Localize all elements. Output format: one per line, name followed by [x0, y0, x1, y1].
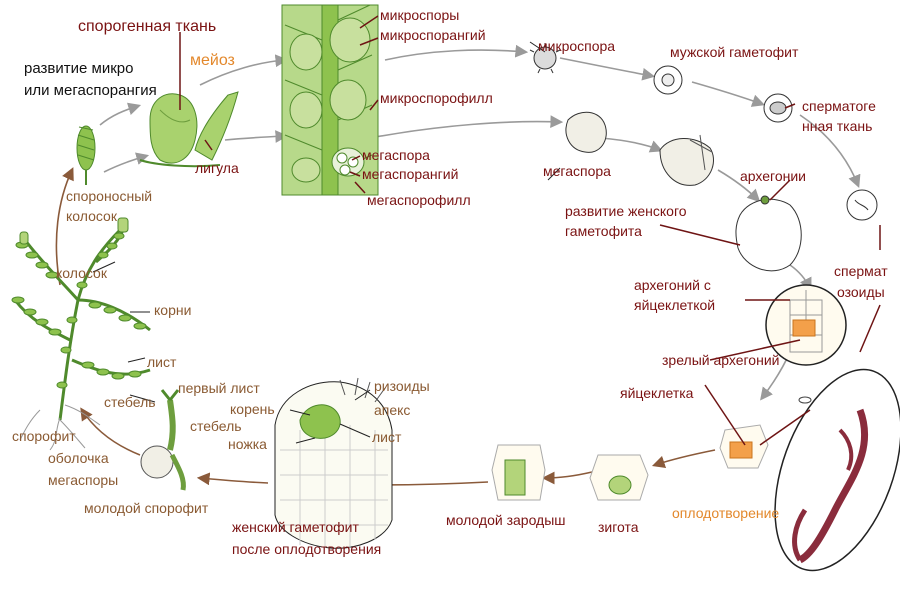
label-egg-cell: яйцеклетка: [620, 385, 694, 401]
label-sporophyte: спорофит: [12, 428, 76, 444]
label-rhizoids: ризоиды: [374, 378, 430, 394]
label-strobilus-small: колосок: [56, 265, 107, 281]
label-zygote: зигота: [598, 519, 639, 535]
label-young-embryo: молодой зародыш: [446, 512, 566, 528]
label-first-leaf: первый лист: [178, 380, 260, 396]
label-leaf-small: лист: [372, 429, 402, 445]
label-leaf-left: лист: [147, 354, 177, 370]
label-megaspore-left: мегаспора: [362, 147, 430, 163]
label-fertilization: оплодотворение: [672, 505, 780, 521]
label-apex: апекс: [374, 402, 411, 418]
label-stem-small: стебель: [190, 418, 242, 434]
label-development-line1: развитие микро: [24, 60, 134, 77]
label-mature-archegonium: зрелый архегоний: [662, 352, 780, 368]
label-female-dev-line2: гаметофита: [565, 223, 642, 239]
label-strobilus-line1: спороносный: [66, 188, 153, 204]
label-spermatozoids-line1: спермат: [834, 263, 888, 279]
label-archegonium-egg-line2: яйцеклеткой: [634, 297, 716, 313]
label-female-after-line1: женский гаметофит: [232, 519, 359, 535]
archegonium-circle: [765, 284, 847, 366]
label-archegonium-egg-line1: архегоний с: [634, 277, 711, 293]
label-microsporangium: микроспорангий: [380, 27, 486, 43]
label-development-line2: или мегаспорангия: [24, 82, 157, 99]
microspore-series: [529, 43, 878, 221]
sporophyte-plant: [11, 217, 151, 451]
female-gametophyte-after: [274, 377, 393, 549]
young-sporophyte: [140, 389, 186, 491]
pointer-lines-small: [92, 41, 561, 444]
label-spermatozoids-line2: озоиды: [837, 284, 885, 300]
sporangium-development: [139, 91, 239, 168]
strobilus-section: [281, 4, 379, 196]
label-megaspore-coat-line1: оболочка: [48, 450, 109, 466]
label-spermatogenous-line2: нная ткань: [802, 118, 873, 134]
label-female-after-line2: после оплодотворения: [232, 541, 382, 557]
label-stem-left: стебель: [104, 394, 156, 410]
label-strobilus-line2: колосок: [66, 208, 117, 224]
label-foot: ножка: [228, 436, 267, 452]
pointer-lines: [179, 15, 881, 446]
label-spermatogenous-line1: спермато­ге: [802, 98, 876, 114]
label-megaspore-right: мегаспора: [543, 163, 611, 179]
label-megaspore-coat-line2: мегаспоры: [48, 472, 119, 488]
label-microspores: микроспоры: [380, 7, 460, 23]
fertilization-area: [719, 368, 900, 572]
label-root-small: корень: [230, 401, 275, 417]
label-sporogenous-tissue: спорогенная ткань: [78, 18, 217, 35]
label-roots: корни: [154, 302, 192, 318]
label-microsporophyll: микроспорофилл: [380, 90, 493, 106]
label-archegonia: архегонии: [740, 168, 807, 184]
label-meiosis: мейоз: [190, 52, 235, 69]
zygote-embryo: [491, 444, 649, 501]
megaspore-series: [565, 111, 802, 272]
label-megasporangium: мегаспорангий: [362, 166, 459, 182]
label-male-gametophyte: мужской гаметофит: [670, 44, 799, 60]
label-young-sporophyte: молодой спорофит: [84, 500, 209, 516]
label-microspore: микроспора: [538, 38, 616, 54]
label-megasporophyll: мегаспорофилл: [367, 192, 471, 208]
label-female-dev-line1: развитие женского: [565, 203, 687, 219]
label-ligula: лигула: [195, 160, 239, 176]
strobilus-cone: [76, 125, 96, 185]
